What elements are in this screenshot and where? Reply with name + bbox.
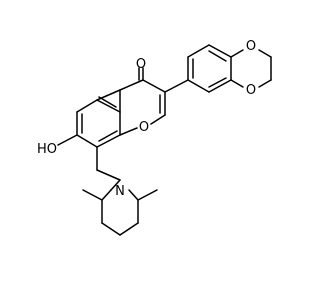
bond-double — [98, 130, 118, 142]
atom-label-carbonyl-oxygen: O — [136, 57, 146, 72]
structure-canvas: O HO O O O N — [37, 39, 272, 236]
atom-label-nitrogen: N — [115, 184, 125, 199]
bond-methyl — [82, 189, 103, 201]
bond — [76, 99, 98, 113]
bond — [96, 169, 121, 181]
bond — [96, 99, 121, 113]
bond — [128, 189, 139, 201]
bond — [164, 79, 189, 93]
bond — [119, 222, 139, 236]
bond — [230, 49, 244, 58]
bond — [187, 79, 210, 93]
bond — [258, 49, 272, 58]
bond — [96, 134, 121, 148]
bond-double — [98, 96, 117, 108]
bond — [142, 79, 166, 93]
bond — [76, 134, 98, 148]
bond — [119, 79, 144, 91]
atom-labels: O HO O O O N — [37, 39, 256, 199]
bond — [57, 134, 78, 146]
bond — [230, 79, 244, 88]
bonds — [57, 44, 272, 236]
bond — [101, 189, 112, 201]
bond — [110, 179, 121, 191]
atom-label-dioxane-oxygen-bottom: O — [246, 83, 256, 98]
bond-methyl — [137, 189, 158, 201]
bond — [101, 222, 121, 236]
bond-double — [208, 77, 227, 88]
molecule-drawing: O HO O O O N — [37, 39, 272, 236]
atom-label-dioxane-oxygen-top: O — [246, 39, 256, 54]
bond — [150, 114, 166, 125]
bond — [119, 127, 138, 136]
atom-label-ring-oxygen: O — [139, 120, 149, 135]
bond — [208, 44, 232, 58]
bond-double — [208, 50, 227, 62]
bond — [258, 79, 272, 88]
bond — [208, 79, 232, 93]
bond — [187, 44, 210, 58]
atom-label-hydroxyl: HO — [37, 142, 57, 157]
